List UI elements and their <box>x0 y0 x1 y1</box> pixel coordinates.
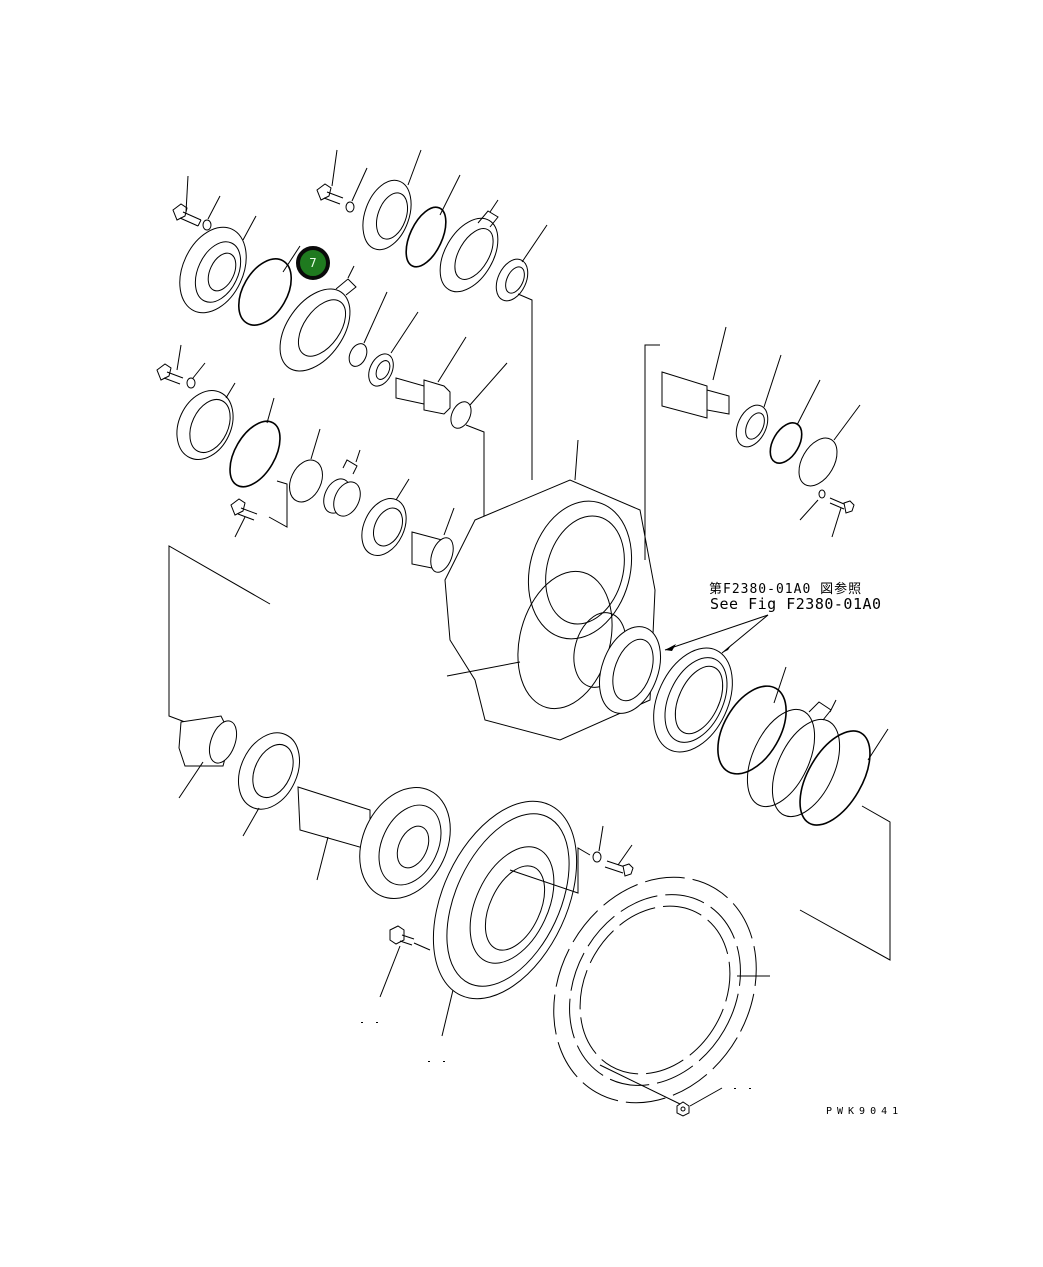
specks <box>361 1022 751 1089</box>
figure-code: PWK9041 <box>826 1106 904 1117</box>
sprocket-segment-icon[interactable] <box>514 840 797 1139</box>
cover-icon[interactable] <box>166 381 244 468</box>
cross-reference-japanese: 第F2380-01A0 図参照 <box>709 582 863 597</box>
callout-label: 7 <box>309 256 317 270</box>
shim-icon[interactable] <box>268 428 329 528</box>
bolt-icon[interactable] <box>379 925 431 998</box>
cross-reference-english[interactable]: See Fig F2380-01A0 <box>710 595 882 613</box>
bearing-icon[interactable] <box>490 224 548 480</box>
o-ring-icon[interactable] <box>220 397 291 495</box>
washer-icon[interactable] <box>202 195 221 231</box>
housing-icon[interactable] <box>444 344 672 741</box>
cover-icon[interactable] <box>354 149 422 256</box>
o-ring-icon[interactable] <box>764 379 821 469</box>
bolt-icon[interactable] <box>316 149 344 205</box>
seal-icon[interactable] <box>638 614 769 765</box>
seal-icon[interactable] <box>734 699 854 827</box>
shim-icon[interactable] <box>428 199 510 302</box>
o-ring-icon[interactable] <box>398 174 461 273</box>
bolt-icon[interactable] <box>604 844 634 877</box>
shaft-icon[interactable] <box>395 336 467 415</box>
bolt-icon[interactable] <box>829 497 855 538</box>
shim-icon[interactable] <box>319 449 366 520</box>
washer-icon[interactable] <box>592 825 604 863</box>
bearing-icon[interactable] <box>227 723 312 837</box>
cover-icon[interactable] <box>167 215 259 323</box>
washer-icon[interactable] <box>186 362 206 389</box>
shim-icon[interactable] <box>266 265 365 384</box>
bearing-icon[interactable] <box>178 715 242 799</box>
hub-icon[interactable] <box>297 773 468 914</box>
bearing-icon[interactable] <box>447 362 508 535</box>
sprocket-plate-icon[interactable] <box>404 779 605 1037</box>
o-ring-icon[interactable] <box>228 245 302 334</box>
bearing-icon[interactable] <box>346 291 388 369</box>
washer-icon[interactable] <box>345 167 368 213</box>
o-ring-icon[interactable] <box>704 666 800 786</box>
bolt-icon[interactable] <box>172 175 202 227</box>
part-callout-7[interactable]: 7 <box>296 246 330 280</box>
bearing-icon[interactable] <box>353 478 415 563</box>
bolt-icon[interactable] <box>156 344 184 385</box>
left-bracket-line <box>168 545 271 723</box>
washer-icon[interactable] <box>799 489 826 521</box>
shaft-icon[interactable] <box>661 326 730 419</box>
bearing-icon[interactable] <box>411 507 458 575</box>
o-ring-icon[interactable] <box>786 719 891 961</box>
bearing-icon[interactable] <box>364 311 419 390</box>
bolt-icon[interactable] <box>230 498 258 538</box>
bearing-icon[interactable] <box>730 354 782 452</box>
cover-icon[interactable] <box>791 404 861 493</box>
nut-icon[interactable] <box>599 1064 723 1117</box>
